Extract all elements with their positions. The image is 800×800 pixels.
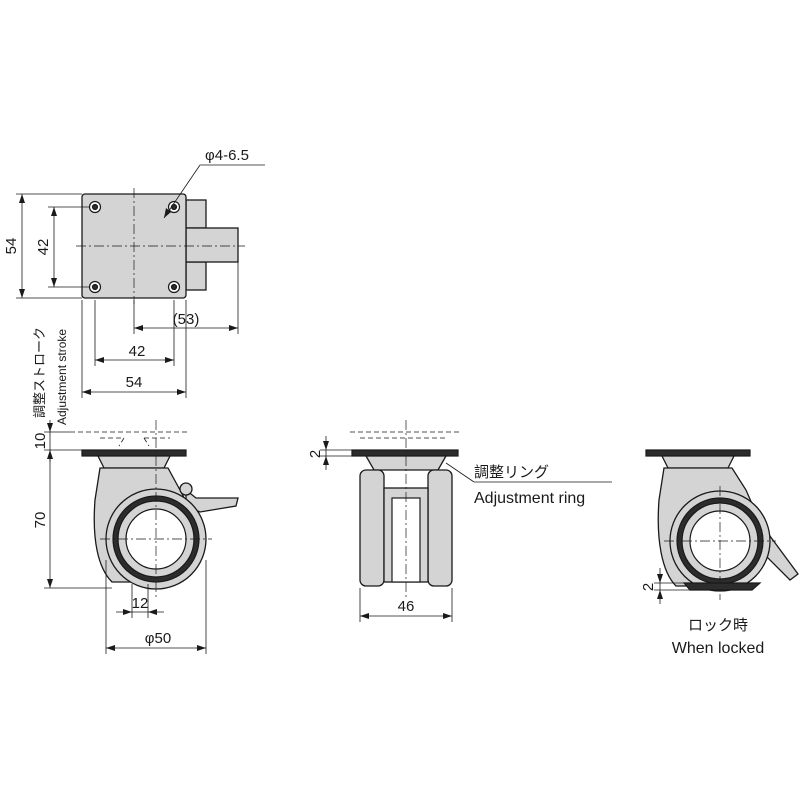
locked-top-plate [645,449,751,457]
adjustment-ring-label-jp: 調整リング [474,464,549,481]
side-view: 調整ストローク Adjustment stroke 10 [32,327,239,654]
front-top-plate [351,449,459,457]
dim-arrow [229,325,238,331]
ring-leader-line [445,462,475,483]
locked-dim-gap: 2 [640,583,657,591]
mounting-hole [170,283,178,291]
dim-arrow [323,441,329,450]
side-adjustment-ring [96,455,172,469]
dim-width: 46 [398,598,415,615]
side-top-plate [81,449,187,457]
locked-caption-jp: ロック時 [688,617,748,634]
dim-arrow [134,325,143,331]
side-brake-pivot [179,482,193,496]
dim-gap: 2 [307,450,324,458]
locked-brake-shoe [682,582,762,591]
hole-leader-line [163,164,201,219]
dim-arrow [148,609,157,615]
dim-arrow [657,574,663,583]
adjustment-stroke-label-en: Adjustment stroke [55,329,69,425]
dim-arrow [323,456,329,465]
front-view: 2 調整リング Adjustment ring 46 [307,420,612,622]
dim-arrow [657,590,663,599]
dim-arrow [106,645,115,651]
locked-caption-en: When locked [672,640,765,657]
dim-arrow [51,278,57,287]
dim-arrow [19,289,25,298]
dim-arrow [443,613,452,619]
dim-wheel-width: 12 [132,595,149,612]
dim-arrow [177,389,186,395]
dim-arrow [123,609,132,615]
dim-arrow [19,194,25,203]
stem-upper-block [185,199,207,229]
dim-wheel-dia: φ50 [145,630,171,647]
stem-lower-block [185,261,207,291]
dim-arrow [95,357,104,363]
locked-view: 2 ロック時 When locked [640,449,799,657]
mounting-hole [91,283,99,291]
hole-label: φ4-6.5 [205,147,249,164]
adjustment-dashed-side [118,437,125,447]
dim-arrow [360,613,369,619]
mounting-holes [88,200,181,294]
locked-adjustment-ring [660,455,736,469]
front-fork-right [427,469,453,587]
stem-body [185,227,239,263]
dim-stroke: 10 [32,433,49,450]
dim-width-inner: 42 [129,343,146,360]
dim-arrow [47,579,53,588]
dim-arrow [197,645,206,651]
dim-arrow [47,423,53,432]
adjustment-ring-label-en: Adjustment ring [474,490,585,507]
adjustment-dashed-side [143,437,150,447]
mounting-hole [91,203,99,211]
dim-arrow [165,357,174,363]
dim-height-outer: 54 [3,238,20,255]
adjustment-stroke-label-jp: 調整ストローク [32,327,47,418]
dim-arrow [51,207,57,216]
top-view: φ4-6.5 54 42 (53) 42 54 [3,147,265,398]
dim-height-inner: 42 [35,239,52,256]
front-fork-left [359,469,385,587]
leader-arrow [164,208,171,218]
dim-height: 70 [32,512,49,529]
dim-width-outer: 54 [126,374,143,391]
dim-arrow [82,389,91,395]
